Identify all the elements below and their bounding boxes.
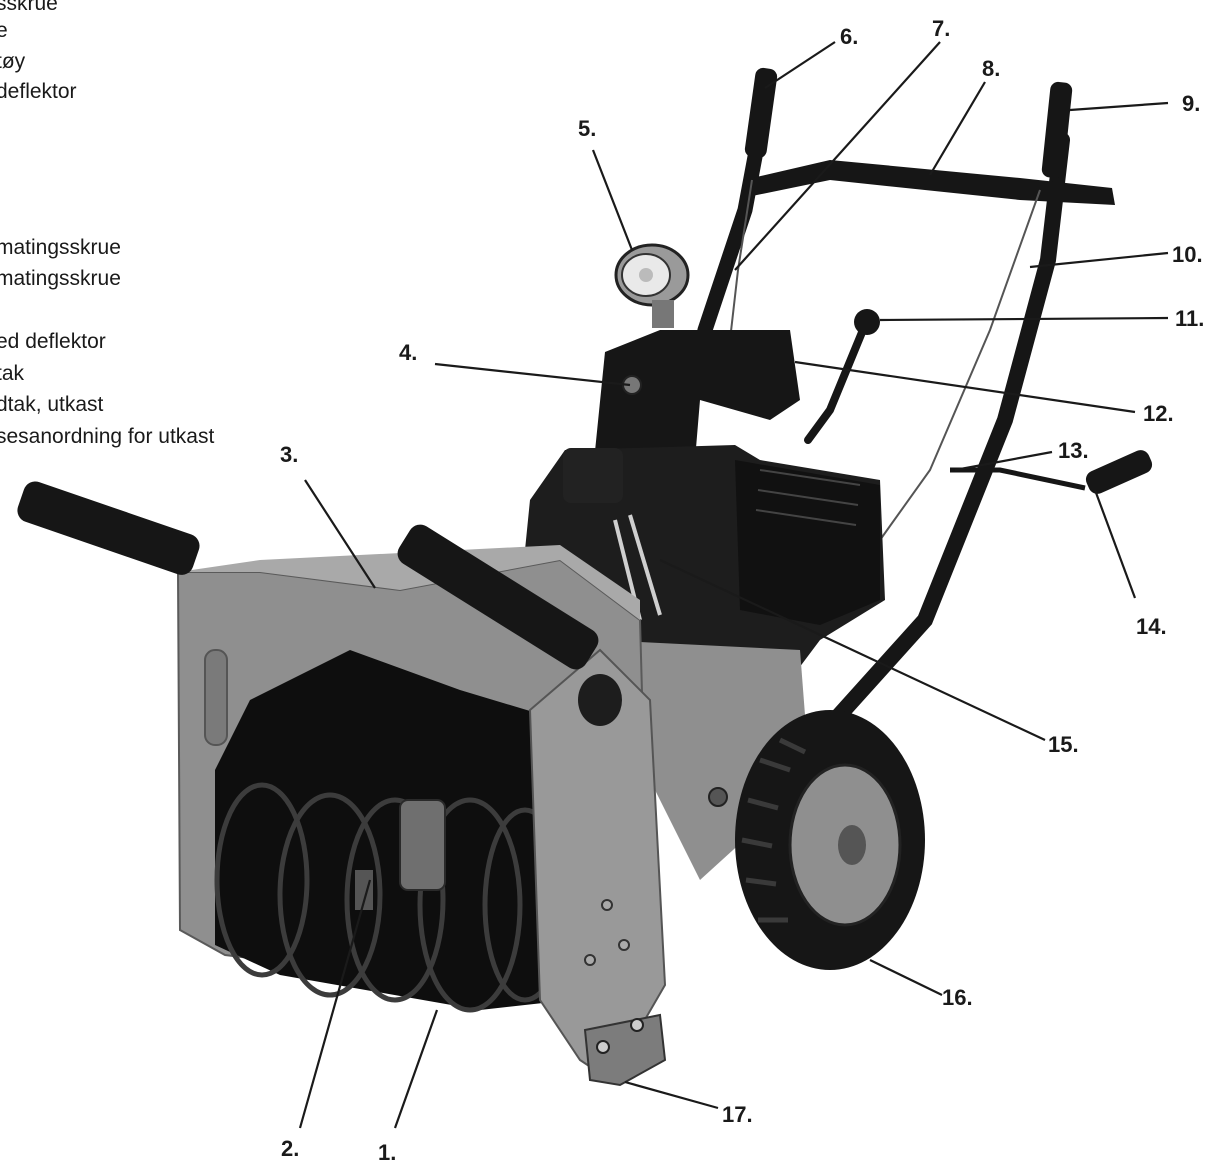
- skid-shoe-bolt: [630, 1018, 644, 1032]
- legend-line: dtak, utkast: [0, 393, 104, 416]
- housing-slot: [204, 649, 228, 746]
- chute-rod-2: [628, 514, 662, 616]
- callout-17: 17.: [722, 1102, 753, 1127]
- callout-7: 7.: [932, 16, 950, 41]
- snowblower-illustration: [17, 67, 1153, 1087]
- side-panel-bolts: [584, 899, 630, 966]
- callout-14: 14.: [1136, 614, 1167, 639]
- leader-line-2: [298, 879, 372, 1129]
- leader-lines: [298, 41, 1169, 1129]
- leader-line-15: [659, 559, 1046, 741]
- skid-shoe: [583, 1013, 667, 1087]
- headlight: [614, 243, 690, 328]
- legend-line: e: [0, 19, 8, 42]
- legend-line: matingsskrue: [0, 236, 121, 259]
- callout-13: 13.: [1058, 438, 1089, 463]
- leader-line-3: [304, 479, 376, 589]
- legend-line: matingsskrue: [0, 267, 121, 290]
- callout-3: 3.: [280, 442, 298, 467]
- callout-1: 1.: [378, 1140, 396, 1165]
- right-grip: [1041, 81, 1073, 179]
- leader-line-11: [879, 316, 1169, 322]
- left-grip: [744, 67, 778, 159]
- legend-line: sesanordning for utkast: [0, 425, 215, 448]
- shift-lever: [804, 321, 869, 444]
- leader-line-13: [954, 450, 1053, 472]
- callout-numbers: 1. 2. 3. 4. 5. 6. 7. 8. 9. 10. 11. 12. 1…: [280, 16, 1204, 1165]
- handle-mount: [578, 674, 622, 726]
- auger-housing-top: [178, 545, 640, 620]
- leader-line-7: [734, 41, 941, 271]
- right-housing-handle: [397, 524, 599, 670]
- drive-handle-grip: [1085, 450, 1153, 494]
- auger-gearbox: [399, 799, 446, 891]
- shear-bolt-area: [355, 870, 373, 910]
- callout-2: 2.: [281, 1136, 299, 1161]
- leader-line-5: [591, 149, 634, 251]
- engine-vents: [755, 469, 861, 526]
- legend-line: ed deflektor: [0, 330, 106, 353]
- callout-8: 8.: [982, 56, 1000, 81]
- callout-16: 16.: [942, 985, 973, 1010]
- leader-line-6: [764, 41, 836, 89]
- leader-line-14: [1093, 489, 1137, 599]
- shift-lever-knob: [854, 309, 880, 335]
- control-cable-right: [879, 189, 1041, 541]
- callout-15: 15.: [1048, 732, 1079, 757]
- frame-bolt: [708, 787, 728, 807]
- cross-bar: [752, 160, 1115, 205]
- leader-line-9: [1069, 101, 1169, 112]
- callout-5: 5.: [578, 116, 596, 141]
- wheel: [735, 710, 925, 970]
- leader-line-17: [624, 1080, 719, 1110]
- callout-4: 4.: [399, 340, 417, 365]
- leader-line-8: [929, 81, 986, 176]
- legend-line: deflektor: [0, 80, 77, 103]
- callout-9: 9.: [1182, 91, 1200, 116]
- leader-line-1: [393, 1009, 439, 1129]
- leader-line-16: [869, 959, 943, 996]
- leader-line-4: [434, 362, 631, 387]
- callout-11: 11.: [1175, 306, 1204, 331]
- leader-line-12: [794, 360, 1136, 414]
- callout-10: 10.: [1172, 242, 1203, 267]
- legend-line: tak: [0, 362, 25, 385]
- callout-6: 6.: [840, 24, 858, 49]
- gas-tank: [563, 448, 623, 503]
- right-handlebar: [827, 132, 1070, 728]
- leader-line-10: [1029, 251, 1169, 269]
- engine-cover: [735, 460, 880, 625]
- legend-line: sskrue: [0, 0, 58, 15]
- left-housing-handle: [17, 481, 200, 575]
- legend-line: tøy: [0, 50, 26, 73]
- skid-shoe-bolt: [596, 1040, 610, 1054]
- control-cable: [729, 179, 753, 341]
- drive-control-rod: [950, 467, 1086, 491]
- callout-12: 12.: [1143, 401, 1174, 426]
